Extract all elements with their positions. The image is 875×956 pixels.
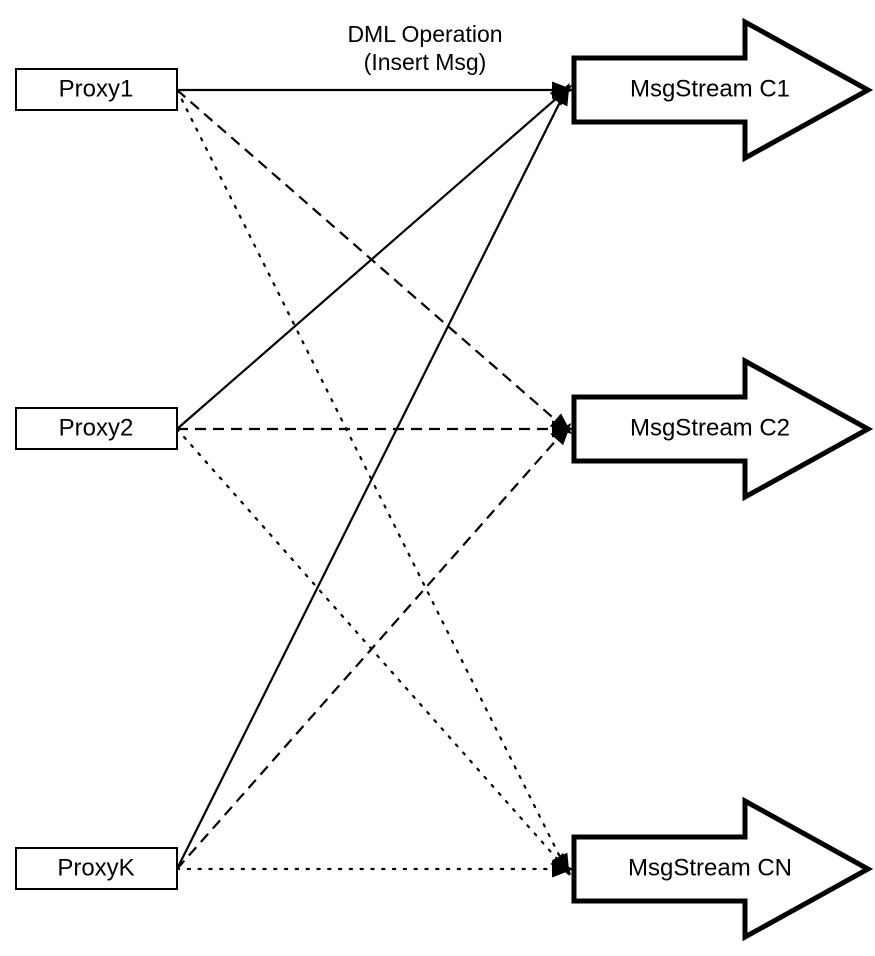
edge-caption-line2: (Insert Msg) xyxy=(364,49,487,75)
edge-caption-line1: DML Operation xyxy=(347,21,502,47)
stream-node-stream_c2[interactable]: MsgStream C2 xyxy=(571,356,874,502)
proxy-node-proxyk[interactable]: ProxyK xyxy=(15,847,178,890)
stream-label-stream_c2: MsgStream C2 xyxy=(630,414,790,441)
arrowhead-proxyk-to-stream_cn xyxy=(552,860,574,878)
arrowheads-layer xyxy=(549,81,574,878)
proxy-box-rect xyxy=(15,68,178,111)
proxy-node-proxy2[interactable]: Proxy2 xyxy=(15,407,178,450)
edges-layer xyxy=(175,88,568,871)
stream-arrow-shape xyxy=(571,796,874,942)
proxy-label-proxy1: Proxy1 xyxy=(59,75,134,102)
stream-node-stream_c1[interactable]: MsgStream C1 xyxy=(571,17,874,163)
arrowhead-proxyk-to-stream_c2 xyxy=(550,423,572,446)
proxy-node-proxy1[interactable]: Proxy1 xyxy=(15,68,178,111)
edge-proxy1-to-stream_cn xyxy=(175,88,568,871)
arrowhead-proxyk-to-stream_c1 xyxy=(552,82,570,107)
edge-proxyk-to-stream_c1 xyxy=(176,89,567,870)
stream-label-stream_c1: MsgStream C1 xyxy=(630,75,790,102)
edge-proxyk-to-stream_c2 xyxy=(176,428,567,870)
streams-layer: MsgStream C1 MsgStream C2 MsgStream CN xyxy=(571,17,874,942)
edge-proxy2-to-stream_c1 xyxy=(176,89,567,430)
proxy-label-proxy2: Proxy2 xyxy=(59,414,134,441)
proxy-label-proxyk: ProxyK xyxy=(57,854,134,881)
stream-node-stream_cn[interactable]: MsgStream CN xyxy=(571,796,874,942)
stream-arrow-shape xyxy=(571,17,874,163)
edge-caption: DML Operation (Insert Msg) xyxy=(347,21,502,75)
proxy-box-rect xyxy=(15,847,178,890)
stream-label-stream_cn: MsgStream CN xyxy=(628,854,792,881)
proxy-box-rect xyxy=(15,407,178,450)
stream-arrow-shape xyxy=(571,356,874,502)
